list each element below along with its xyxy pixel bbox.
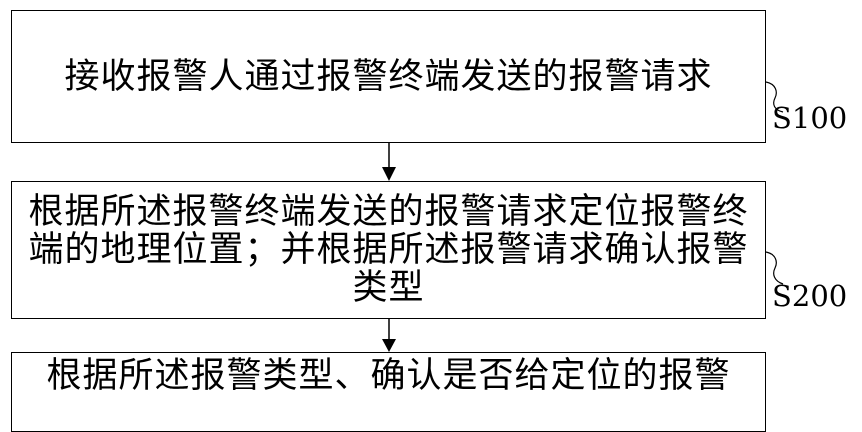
step-box-s100: 接收报警人通过报警终端发送的报警请求 bbox=[11, 10, 766, 143]
step-box-3: 根据所述报警类型、确认是否给定位的报警 bbox=[11, 352, 766, 432]
step-text-s100: 接收报警人通过报警终端发送的报警请求 bbox=[64, 56, 713, 97]
step-text-s200: 根据所述报警终端发送的报警请求定位报警终端的地理位置；并根据所述报警请求确认报警… bbox=[28, 192, 749, 308]
arrow-head-2 bbox=[382, 339, 396, 352]
step-label-s100: S100 bbox=[772, 101, 848, 135]
step-label-s200: S200 bbox=[772, 279, 848, 313]
arrow-head-1 bbox=[382, 167, 396, 181]
step-text-3: 根据所述报警类型、确认是否给定位的报警 bbox=[46, 356, 731, 396]
step-box-s200: 根据所述报警终端发送的报警请求定位报警终端的地理位置；并根据所述报警请求确认报警… bbox=[11, 181, 766, 319]
